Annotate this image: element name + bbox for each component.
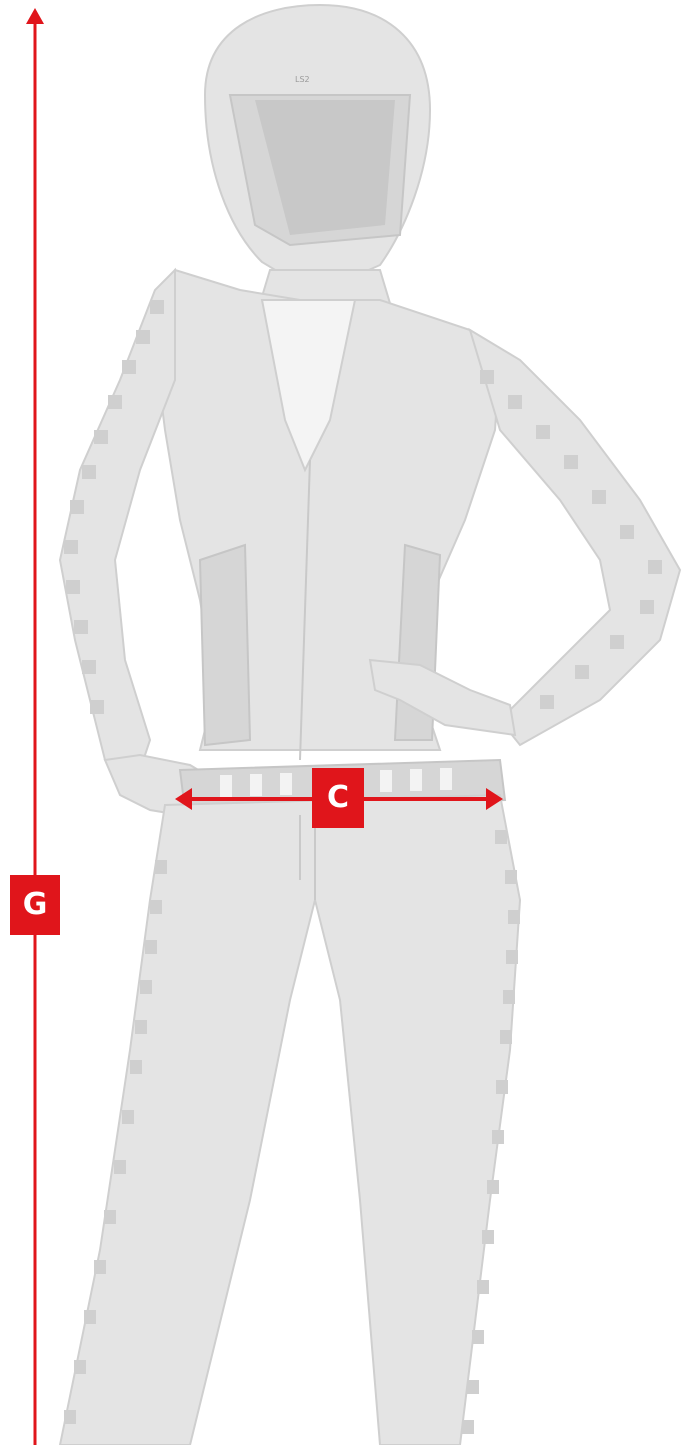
rider-figure-illustration: LS2 [60, 5, 680, 1445]
helmet-brand-logo: LS2 [295, 75, 310, 84]
helmet-drawing: LS2 [205, 5, 430, 285]
height-measurement-arrow [10, 8, 60, 1445]
waist-label-c: C [312, 768, 364, 828]
height-arrow-head [26, 8, 44, 24]
height-label-g: G [10, 875, 60, 935]
